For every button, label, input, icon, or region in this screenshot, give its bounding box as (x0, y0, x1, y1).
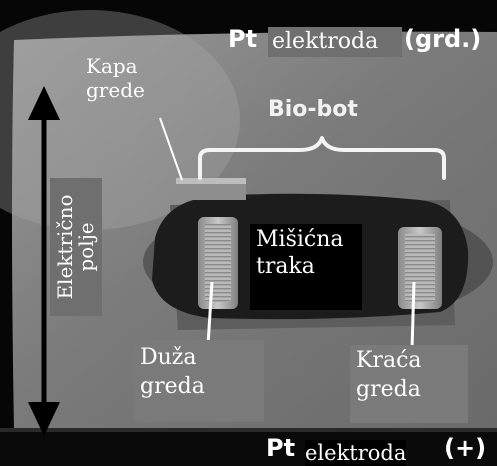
muscle-strip-line-2: traka (256, 254, 315, 280)
beam-cap-line-2: grede (86, 78, 145, 102)
short-beam-line-2: greda (356, 377, 421, 403)
long-beam-line-2: greda (140, 374, 205, 400)
top-electrode-prefix: Pt (228, 25, 258, 53)
muscle-strip-line-1: Mišićna (256, 227, 344, 252)
bottom-electrode-suffix: (+) (444, 434, 487, 462)
bottom-electrode-word: elektroda (305, 440, 407, 466)
beam-cap-line-1: Kapa (86, 54, 138, 78)
electric-field-line-2: polje (74, 222, 98, 272)
beam-cap-label: Kapa grede (86, 56, 145, 101)
electric-field-line-1: Električno (53, 194, 77, 300)
bottom-electrode-prefix: Pt (266, 434, 296, 462)
long-beam-line-1: Duža (140, 345, 197, 370)
muscle-strip-label: Mišićna traka (250, 224, 362, 310)
top-electrode-suffix: (grd.) (404, 25, 482, 53)
short-beam-label: Kraća greda (350, 345, 468, 423)
electric-field-label: Električno polje (50, 178, 102, 316)
bio-bot-label: Bio-bot (268, 97, 358, 122)
long-beam-label: Duža greda (134, 340, 264, 422)
top-electrode-word: elektroda (268, 27, 402, 57)
short-beam-line-1: Kraća (356, 348, 422, 373)
